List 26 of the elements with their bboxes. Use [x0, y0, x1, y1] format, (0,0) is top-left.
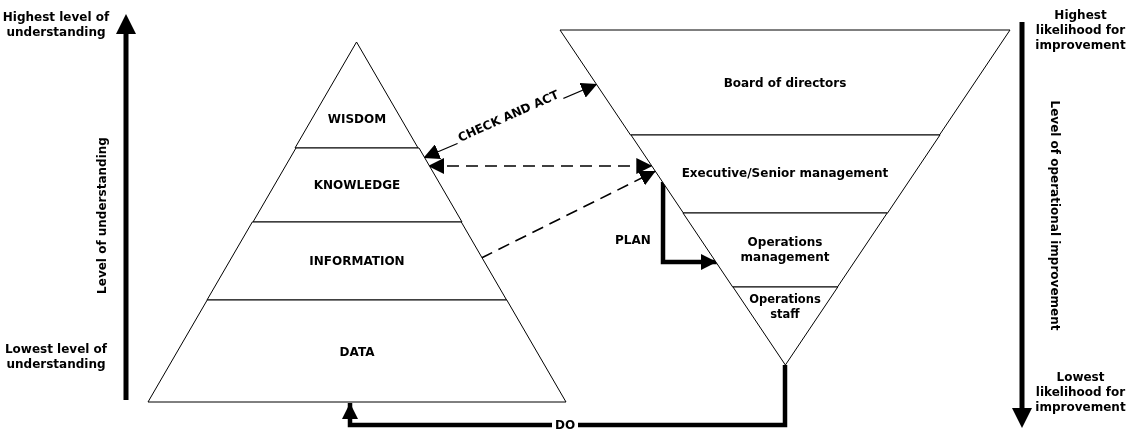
arrow — [660, 182, 717, 270]
axis-label: Level of operational improvement — [1047, 100, 1063, 330]
dashed-arrow — [427, 158, 654, 174]
tier-label: WISDOM — [326, 112, 388, 127]
pyramid-tier — [560, 30, 1010, 135]
pyramid-tier — [252, 148, 462, 222]
axis-label: Level of understanding — [94, 136, 110, 294]
tier-label: Board of directors — [722, 76, 848, 91]
tier-label: Operations staff — [748, 292, 822, 322]
tier-label: Operations management — [739, 235, 831, 265]
tier-label: KNOWLEDGE — [312, 178, 402, 193]
pyramid-tier — [207, 222, 507, 300]
pyramid-tier — [682, 213, 888, 287]
scale-label: Highest level of understanding — [1, 10, 111, 40]
tier-label: DATA — [338, 345, 376, 360]
pyramid-tier — [148, 300, 566, 402]
scale-label: Lowest likelihood for improvement — [1034, 370, 1127, 415]
pyramid-tier — [295, 42, 419, 148]
scale-label: Lowest level of understanding — [3, 342, 109, 372]
edge-label: PLAN — [614, 232, 652, 248]
pyramid-tier — [732, 287, 838, 365]
dashed-arrow — [480, 170, 657, 259]
tier-label: Executive/Senior management — [680, 166, 890, 181]
tier-label: INFORMATION — [308, 254, 406, 269]
arrow — [342, 365, 788, 428]
scale-label: Highest likelihood for improvement — [1034, 8, 1127, 53]
